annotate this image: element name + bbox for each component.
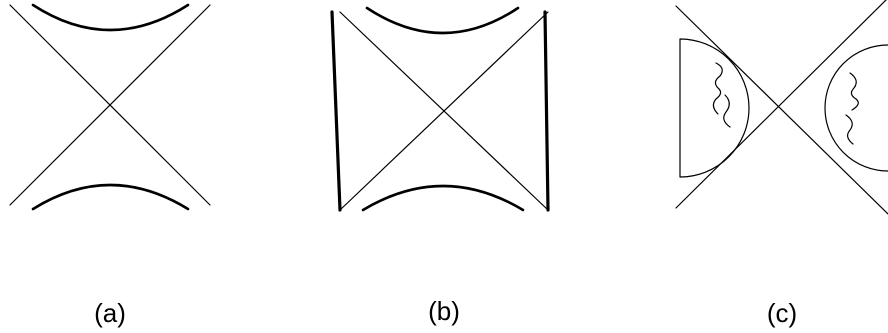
panel-c-diagonal-1 [676,6,888,214]
panel-b-bottom-curve [363,186,523,210]
panel-a-bottom-curve [33,185,188,209]
panel-b: (b) [332,8,548,326]
panel-c-diagonal-2 [676,0,888,208]
panel-c-left-squiggle-2 [724,95,730,127]
panel-b-right-boundary [545,12,548,210]
panel-c-label: (c) [767,298,797,328]
panel-c-right-squiggle-2 [846,115,853,144]
panel-c-right-region [825,45,888,171]
panel-a: (a) [10,5,210,328]
panel-a-label: (a) [94,298,126,328]
panel-a-top-curve [33,5,188,30]
panel-b-left-boundary [332,12,340,210]
panel-c-right-squiggle-1 [850,73,858,110]
panel-c-left-squiggle-1 [713,63,722,114]
panel-b-top-curve [367,8,518,33]
panel-b-label: (b) [428,296,460,326]
panel-c: (c) [676,0,888,328]
